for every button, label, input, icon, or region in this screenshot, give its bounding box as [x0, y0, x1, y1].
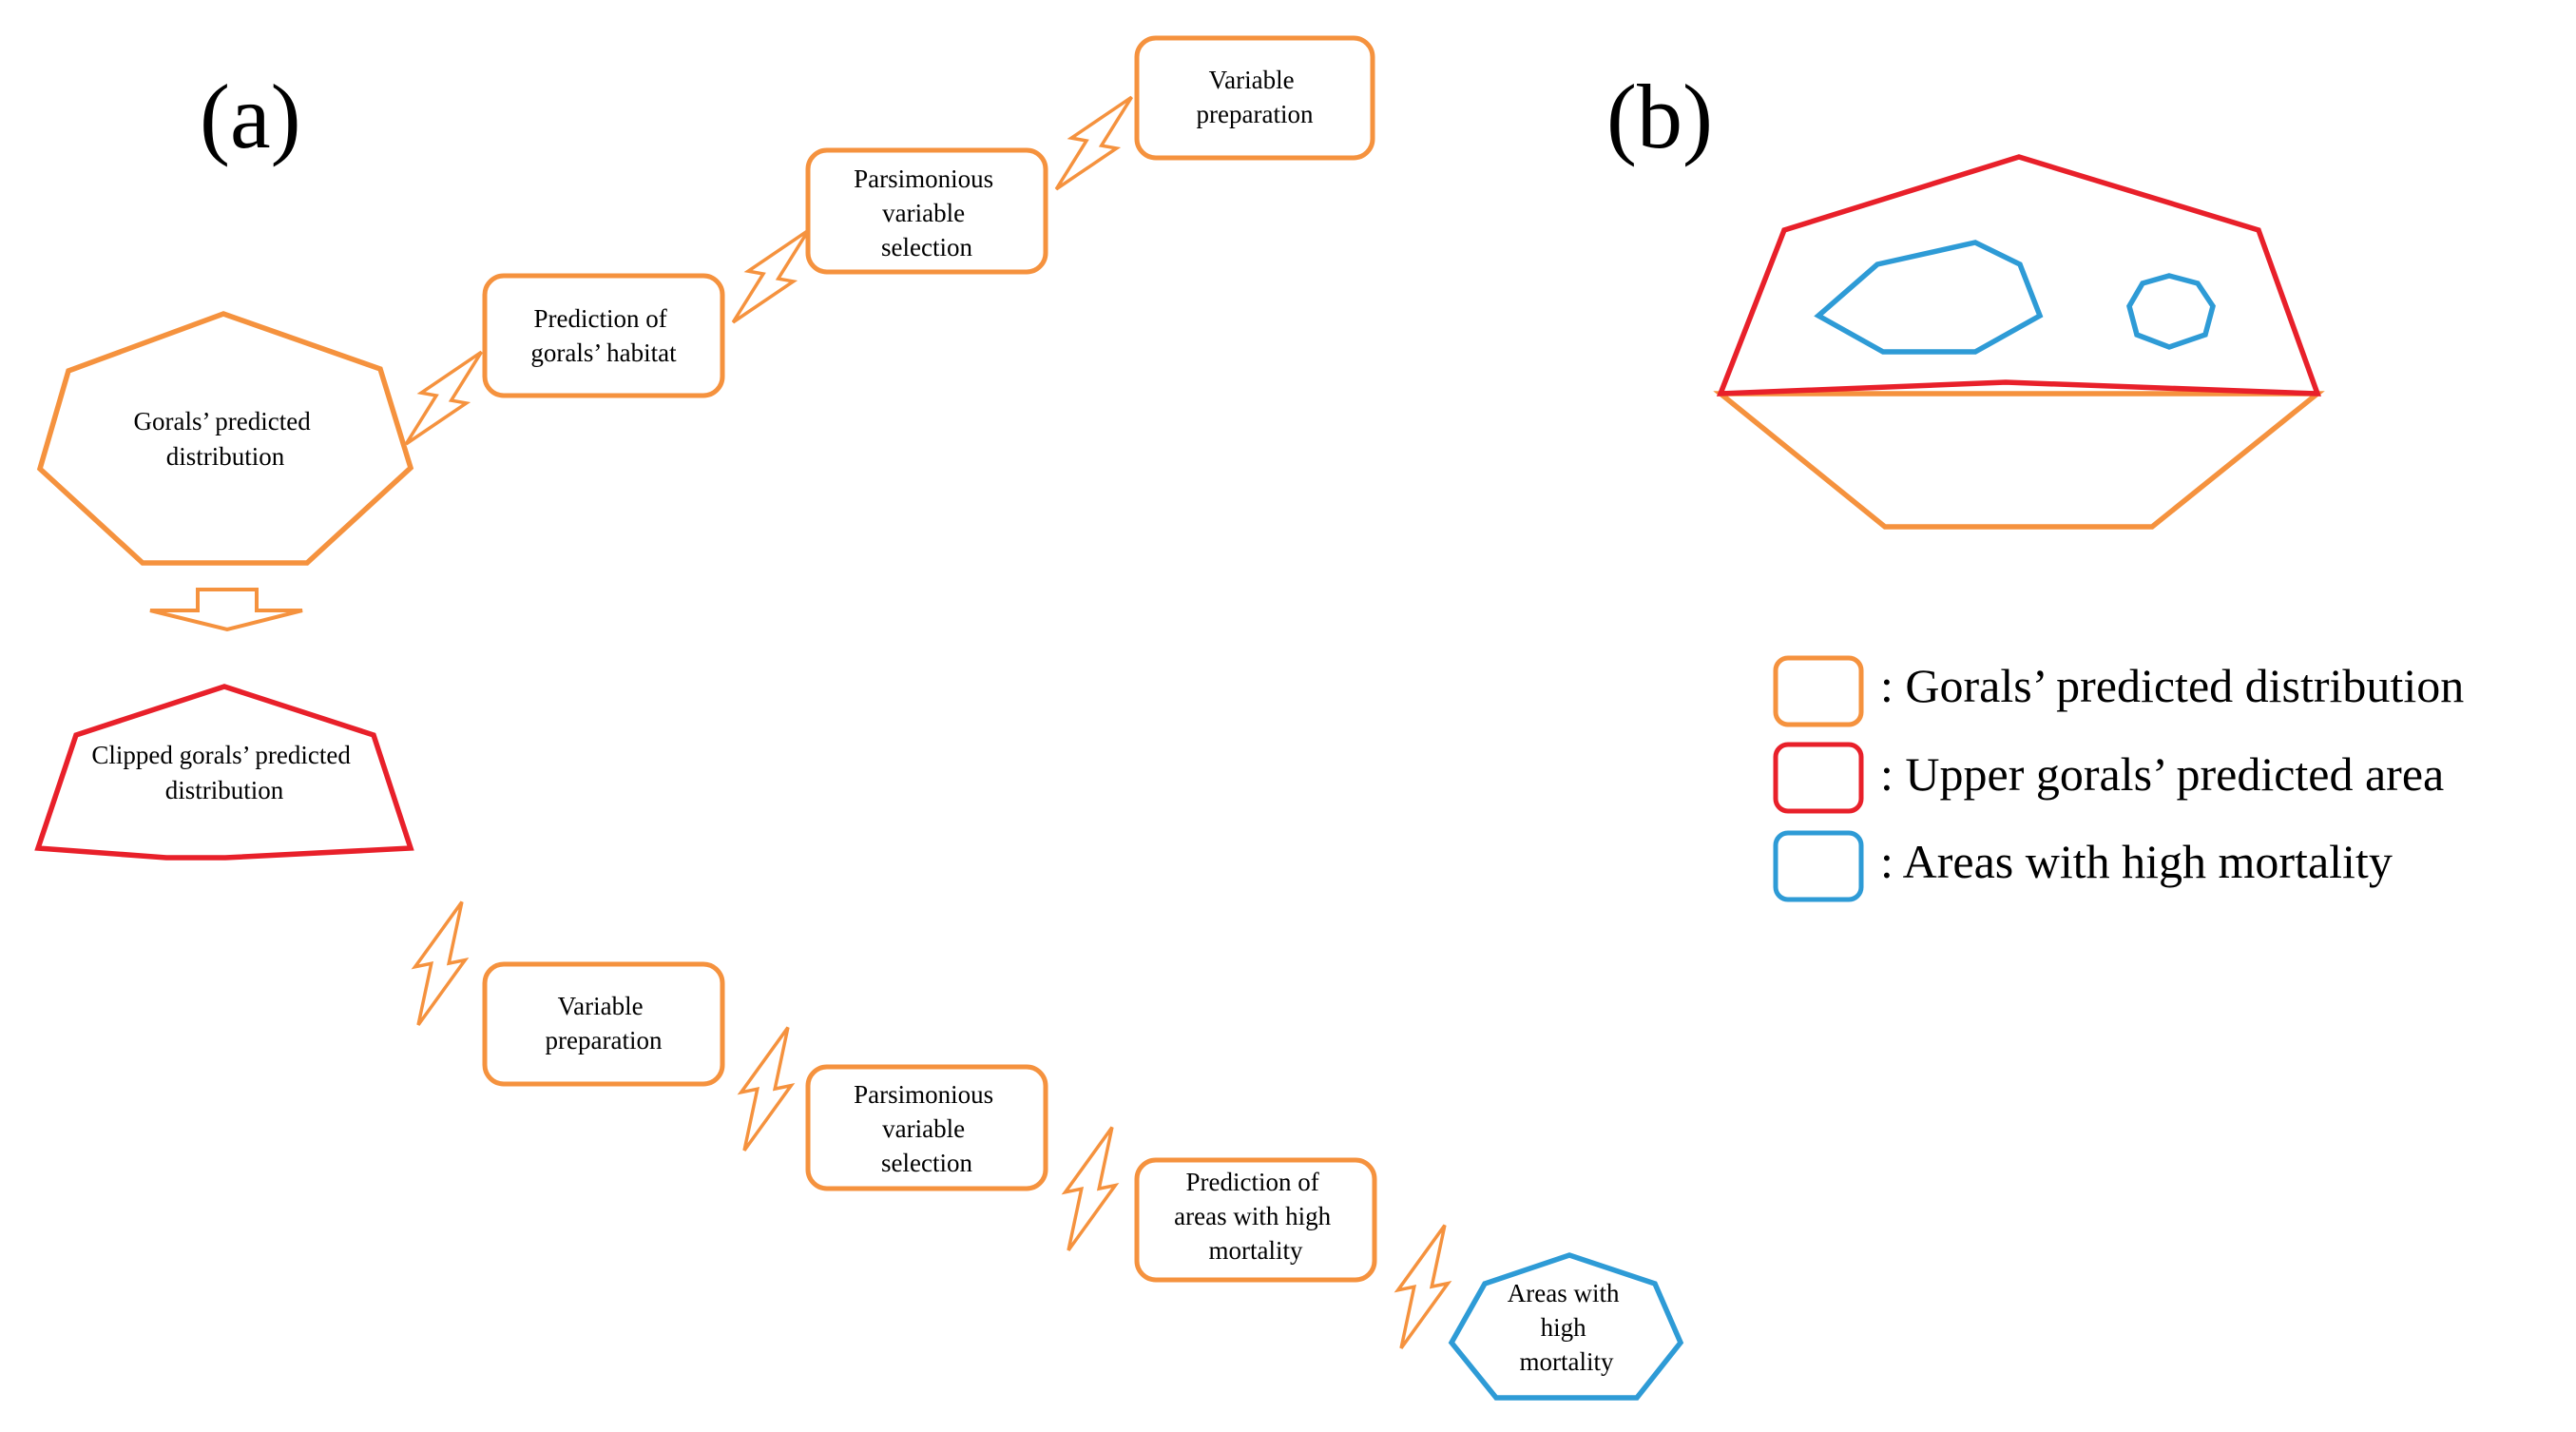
legend-label: : Areas with high mortality: [1880, 835, 2393, 888]
step-top-prediction-habitat: Prediction of gorals’ habitat: [482, 273, 725, 398]
svg-text:Parsimonious variable: Parsimonious variable selection: [854, 1080, 1000, 1177]
bolt-arrow-6-icon: [1061, 1126, 1120, 1251]
node-text-line: mortality: [1520, 1347, 1614, 1376]
legend-item-orange: : Gorals’ predicted distribution: [1773, 655, 2464, 727]
bolt-arrow-2-icon: [731, 228, 810, 324]
blue-large-mortality-shape: [1814, 240, 2044, 355]
svg-text:Parsimonious variable: Parsimonious variable selection: [854, 164, 1000, 261]
step-text-line: variable: [882, 199, 965, 227]
step-text-line: preparation: [546, 1026, 663, 1055]
step-text-line: variable: [882, 1114, 965, 1143]
step-text-line: gorals’ habitat: [530, 339, 677, 367]
panel-a-label: (a): [200, 66, 301, 167]
legend-item-blue: : Areas with high mortality: [1773, 830, 2393, 902]
node-areas-high-mortality: Areas with high mortality: [1448, 1252, 1684, 1401]
step-top-variable-preparation: Variable preparation: [1134, 35, 1375, 161]
bolt-arrow-7-icon: [1394, 1224, 1452, 1349]
red-upper-area-shape: [1716, 154, 2321, 397]
legend-swatch-blue: [1773, 830, 1864, 902]
node-clipped-distribution: Clipped gorals’ predicted distribution: [34, 684, 414, 861]
panel-b-label: (b): [1606, 66, 1713, 167]
step-text-line: Parsimonious: [854, 1080, 993, 1109]
down-arrow-icon: [149, 588, 303, 632]
legend-label: : Gorals’ predicted distribution: [1880, 659, 2464, 712]
svg-text:Variable preparation: Variable preparation: [546, 992, 663, 1055]
step-text-line: Variable: [1209, 66, 1295, 94]
node-gorals-predicted-distribution: Gorals’ predicted distribution: [36, 311, 414, 566]
step-text-line: Prediction of: [534, 304, 667, 333]
node-text-line: distribution: [166, 442, 285, 471]
step-text-line: Prediction of: [1186, 1168, 1319, 1196]
svg-text:Prediction of gorals’ ha: Prediction of gorals’ habitat: [530, 304, 677, 367]
step-text-line: selection: [881, 1149, 972, 1177]
bolt-arrow-5-icon: [737, 1026, 796, 1151]
schematic-illustration: [1713, 154, 2325, 530]
step-text-line: mortality: [1209, 1236, 1303, 1265]
node-text-line: distribution: [165, 776, 284, 804]
step-bottom-variable-preparation: Variable preparation: [482, 961, 725, 1087]
legend-swatch-orange: [1773, 655, 1864, 727]
node-text-line: high: [1541, 1313, 1587, 1342]
svg-text:Areas with high mo: Areas with high mortality: [1508, 1279, 1625, 1376]
node-text-line: Clipped gorals’ predicted: [91, 741, 351, 769]
bolt-arrow-3-icon: [404, 350, 483, 446]
orange-distribution-shape: [1713, 391, 2325, 530]
legend-swatch-red: [1773, 742, 1864, 814]
step-bottom-parsimonious-selection: Parsimonious variable selection: [805, 1064, 1048, 1191]
svg-text:Gorals’ predicted distri: Gorals’ predicted distribution: [134, 407, 317, 471]
legend: : Gorals’ predicted distribution : Upper…: [1773, 655, 2464, 902]
blue-small-mortality-shape: [2126, 273, 2216, 350]
step-top-parsimonious-selection: Parsimonious variable selection: [805, 147, 1048, 275]
step-text-line: Variable: [558, 992, 644, 1020]
svg-text:Variable preparation: Variable preparation: [1197, 66, 1314, 128]
legend-item-red: : Upper gorals’ predicted area: [1773, 742, 2444, 814]
svg-text:Clipped gorals’ predicted: Clipped gorals’ predicted distribution: [91, 741, 356, 804]
step-text-line: preparation: [1197, 100, 1314, 128]
node-text-line: Areas with: [1508, 1279, 1620, 1307]
step-bottom-prediction-mortality: Prediction of areas with high mortality: [1134, 1157, 1377, 1283]
step-text-line: areas with high: [1174, 1202, 1331, 1230]
legend-label: : Upper gorals’ predicted area: [1880, 747, 2444, 801]
step-text-line: selection: [881, 233, 972, 261]
step-text-line: Parsimonious: [854, 164, 993, 193]
node-text-line: Gorals’ predicted: [134, 407, 312, 435]
svg-text:Prediction of areas with: Prediction of areas with high mortality: [1174, 1168, 1337, 1265]
bolt-arrow-4-icon: [411, 900, 470, 1026]
bolt-arrow-1-icon: [1054, 95, 1133, 191]
